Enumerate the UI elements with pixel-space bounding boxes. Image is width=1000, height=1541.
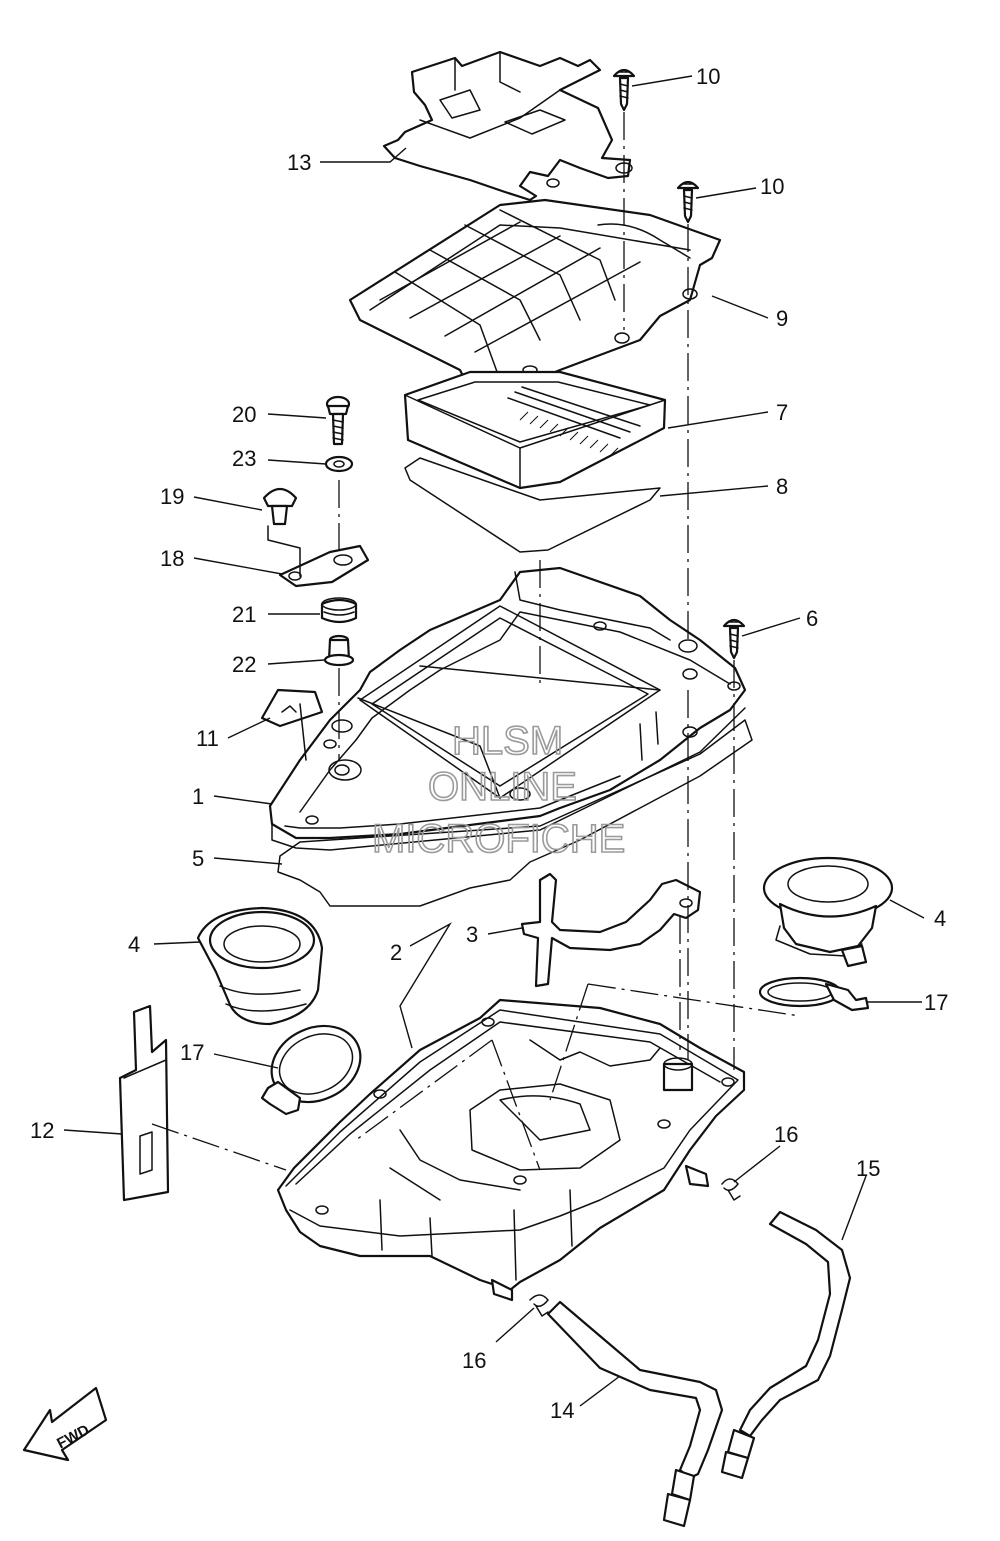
callout-4-left: 4 [128,932,140,957]
part-4-joint-right [762,856,894,968]
callout-1: 1 [192,784,204,809]
watermark: HLSM ONLINE MICROFICHE [371,718,626,862]
callout-12: 12 [30,1118,54,1143]
callout-6: 6 [806,606,818,631]
callout-21: 21 [232,602,256,627]
part-13-bracket [382,50,633,202]
part-23-washer [324,455,354,473]
callout-9: 9 [776,306,788,331]
callout-2: 2 [390,940,402,965]
callout-3: 3 [466,922,478,947]
callout-22: 22 [232,652,256,677]
part-9-element-cover [348,198,722,397]
callout-14: 14 [550,1398,574,1423]
part-20-bolt [325,395,351,446]
part-18-bracket-plate [278,544,370,588]
part-17-clamp-left [260,1024,362,1116]
part-12-drain-cover [118,1004,170,1202]
part-16-clip-upper [721,1178,741,1201]
part-11-caution-label [260,688,324,728]
callout-15: 15 [856,1156,880,1181]
part-10-screw-lower [676,180,700,224]
callout-17-left: 17 [180,1040,204,1065]
filter-element-pleat-marks [507,386,641,457]
part-19-screw [262,487,298,526]
callout-17-right: 17 [924,990,948,1015]
part-22-collar [323,634,355,667]
fwd-direction-marker: FWD [22,1386,108,1462]
callout-10-lower: 10 [760,174,784,199]
callout-13: 13 [287,150,311,175]
assembly-chain-lines [151,112,801,1171]
part-3-breather-joint [520,872,702,988]
callout-11: 11 [196,726,219,751]
callout-10-upper: 10 [696,64,720,89]
part-5-case-gasket [277,719,753,907]
part-14-drain-hose [546,1300,724,1528]
part-4-joint-left [196,906,324,1026]
callout-18: 18 [160,546,184,571]
callout-16-upper: 16 [774,1122,798,1147]
part-10-screw-upper [612,68,636,112]
callout-4-right: 4 [934,906,946,931]
callout-16-lower: 16 [462,1348,486,1373]
watermark-line-1: HLSM [452,719,563,763]
part-7-air-filter-element [403,370,667,490]
part-21-grommet [320,597,358,624]
callout-19: 19 [160,484,184,509]
callout-20: 20 [232,402,256,427]
watermark-line-2: ONLINE [428,765,577,809]
part-1-air-filter-case-upper [268,566,747,851]
part-8-filter-seal [404,457,661,553]
part-2-air-filter-case-lower [276,998,746,1302]
leader-lines [63,75,925,1407]
watermark-line-3: MICROFICHE [372,817,625,861]
part-17-clamp-right [758,976,870,1012]
part-16-clip-lower [529,1294,549,1317]
callout-7: 7 [776,400,788,425]
part-15-drain-hose [720,1210,852,1480]
part-6-screw [722,618,746,660]
callout-numbers: 10 13 10 9 7 20 23 8 19 18 21 6 22 11 1 … [30,64,948,1423]
callout-8: 8 [776,474,788,499]
callout-5: 5 [192,846,204,871]
callout-23: 23 [232,446,256,471]
